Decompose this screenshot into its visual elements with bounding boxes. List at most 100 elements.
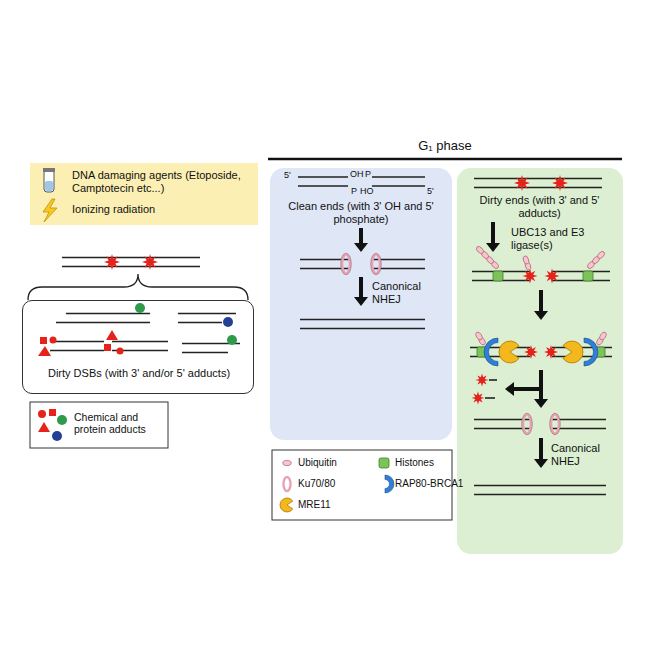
ubiquitin bbox=[596, 336, 605, 346]
adduct-star bbox=[476, 374, 489, 387]
dna-strand bbox=[474, 187, 602, 189]
dna-strand bbox=[372, 259, 425, 261]
dna-strand bbox=[372, 176, 425, 178]
protein-adduct bbox=[227, 335, 237, 345]
release-arrow bbox=[514, 387, 541, 391]
strand-end-label: 5' bbox=[284, 170, 291, 181]
dna-fragment bbox=[489, 379, 497, 381]
ku-ring bbox=[372, 255, 380, 274]
ubiquitin bbox=[283, 460, 291, 465]
ku-ring-edge bbox=[550, 413, 561, 435]
adduct-star bbox=[514, 175, 530, 191]
process-arrow-head bbox=[486, 243, 500, 252]
dna-strand bbox=[112, 350, 168, 352]
ubiquitin bbox=[524, 261, 532, 271]
dna-strand bbox=[300, 268, 350, 270]
node-text: UBC13 and E3 ligase(s) bbox=[511, 226, 611, 252]
node-text: Clean ends (with 3' OH and 5' phosphate) bbox=[276, 200, 446, 226]
chemical-adduct bbox=[40, 337, 47, 344]
dna-strand bbox=[182, 343, 240, 345]
dna-strand bbox=[552, 419, 606, 421]
process-arrow-head bbox=[534, 399, 548, 408]
adduct-star bbox=[472, 392, 485, 405]
ku-ring bbox=[551, 415, 559, 434]
dna-strand bbox=[474, 419, 530, 421]
process-arrow-head bbox=[354, 243, 368, 252]
legend-sample bbox=[284, 477, 291, 491]
ubiquitin bbox=[475, 331, 484, 341]
ubiquitin bbox=[596, 250, 606, 260]
protein-adduct bbox=[223, 317, 233, 327]
dna-strand bbox=[470, 356, 530, 358]
lightning-icon bbox=[43, 199, 57, 222]
vial-icon bbox=[44, 170, 54, 192]
legend-box bbox=[30, 402, 168, 448]
dna-strand bbox=[56, 322, 150, 324]
adduct-star bbox=[545, 269, 560, 284]
chemical-adduct bbox=[50, 337, 57, 344]
process-arrow-head bbox=[354, 297, 368, 306]
dna-strand bbox=[474, 485, 606, 487]
dna-strand bbox=[552, 280, 610, 282]
clean-ends-panel: Clean ends (with 3' OH and 5' phosphate)… bbox=[270, 168, 452, 440]
dna-strand bbox=[298, 176, 348, 178]
dna-strand bbox=[372, 268, 425, 270]
release-arrow-head bbox=[505, 382, 514, 396]
dna-strand bbox=[552, 356, 612, 358]
vial-liquid bbox=[45, 181, 53, 191]
strand-end-label: P bbox=[351, 186, 357, 197]
curly-bracket bbox=[28, 274, 248, 300]
node-text: Canonical NHEJ bbox=[551, 442, 621, 468]
histone bbox=[477, 347, 487, 357]
ubiquitin bbox=[599, 331, 608, 341]
ku-ring-edge bbox=[371, 253, 382, 275]
legend-text: RAP80-BRCA1 bbox=[395, 478, 463, 490]
ku-ring-edge bbox=[341, 253, 352, 275]
legend-sample bbox=[38, 422, 50, 432]
dna-strand bbox=[552, 347, 612, 349]
dna-strand bbox=[182, 352, 228, 354]
ubiquitin bbox=[490, 260, 500, 270]
legend-text: MRE11 bbox=[298, 499, 331, 511]
dna-strand bbox=[552, 271, 610, 273]
agent-box: DNA damaging agents (Etoposide, Camptote… bbox=[30, 163, 258, 225]
dna-strand bbox=[472, 271, 530, 273]
phase-heading: G₁ phase bbox=[268, 138, 622, 153]
ku-ring bbox=[523, 415, 531, 434]
dna-strand bbox=[372, 185, 425, 187]
adduct-star bbox=[523, 269, 538, 284]
legend-sample bbox=[38, 410, 46, 418]
dna-strand bbox=[474, 494, 606, 496]
process-arrow bbox=[359, 228, 363, 243]
dna-strand bbox=[50, 350, 104, 352]
dna-strand bbox=[474, 428, 530, 430]
chemical-adduct bbox=[104, 344, 111, 351]
rap80-brca1 bbox=[584, 338, 598, 366]
ku-ring bbox=[342, 255, 350, 274]
process-arrow bbox=[359, 277, 363, 297]
strand-end-label: OH bbox=[350, 169, 364, 180]
dna-strand bbox=[474, 178, 602, 180]
node-text: Dirty DSBs (with 3' and/or 5' adducts) bbox=[29, 367, 249, 380]
legend-text: Histones bbox=[395, 457, 434, 469]
legend-sample bbox=[52, 431, 62, 441]
ubiquitin bbox=[475, 245, 485, 255]
adduct-star bbox=[552, 175, 568, 191]
dna-strand bbox=[472, 280, 530, 282]
dna-strand bbox=[50, 341, 104, 343]
ubiquitin bbox=[586, 260, 596, 270]
rap80-brca1 bbox=[385, 475, 394, 493]
mre11 bbox=[280, 498, 293, 512]
dna-strand bbox=[552, 428, 606, 430]
ubiquitin bbox=[485, 255, 495, 265]
dirty-ends-panel: Dirty ends (with 3' and 5' adducts)UBC13… bbox=[457, 168, 623, 554]
dna-strand bbox=[62, 257, 200, 259]
dna-strand bbox=[298, 185, 348, 187]
dna-strand bbox=[178, 313, 236, 315]
ubiquitin bbox=[522, 255, 530, 265]
histone bbox=[595, 347, 605, 357]
node-text: DNA damaging agents (Etoposide, Camptote… bbox=[72, 169, 252, 195]
node-text: Ionizing radiation bbox=[72, 203, 252, 216]
